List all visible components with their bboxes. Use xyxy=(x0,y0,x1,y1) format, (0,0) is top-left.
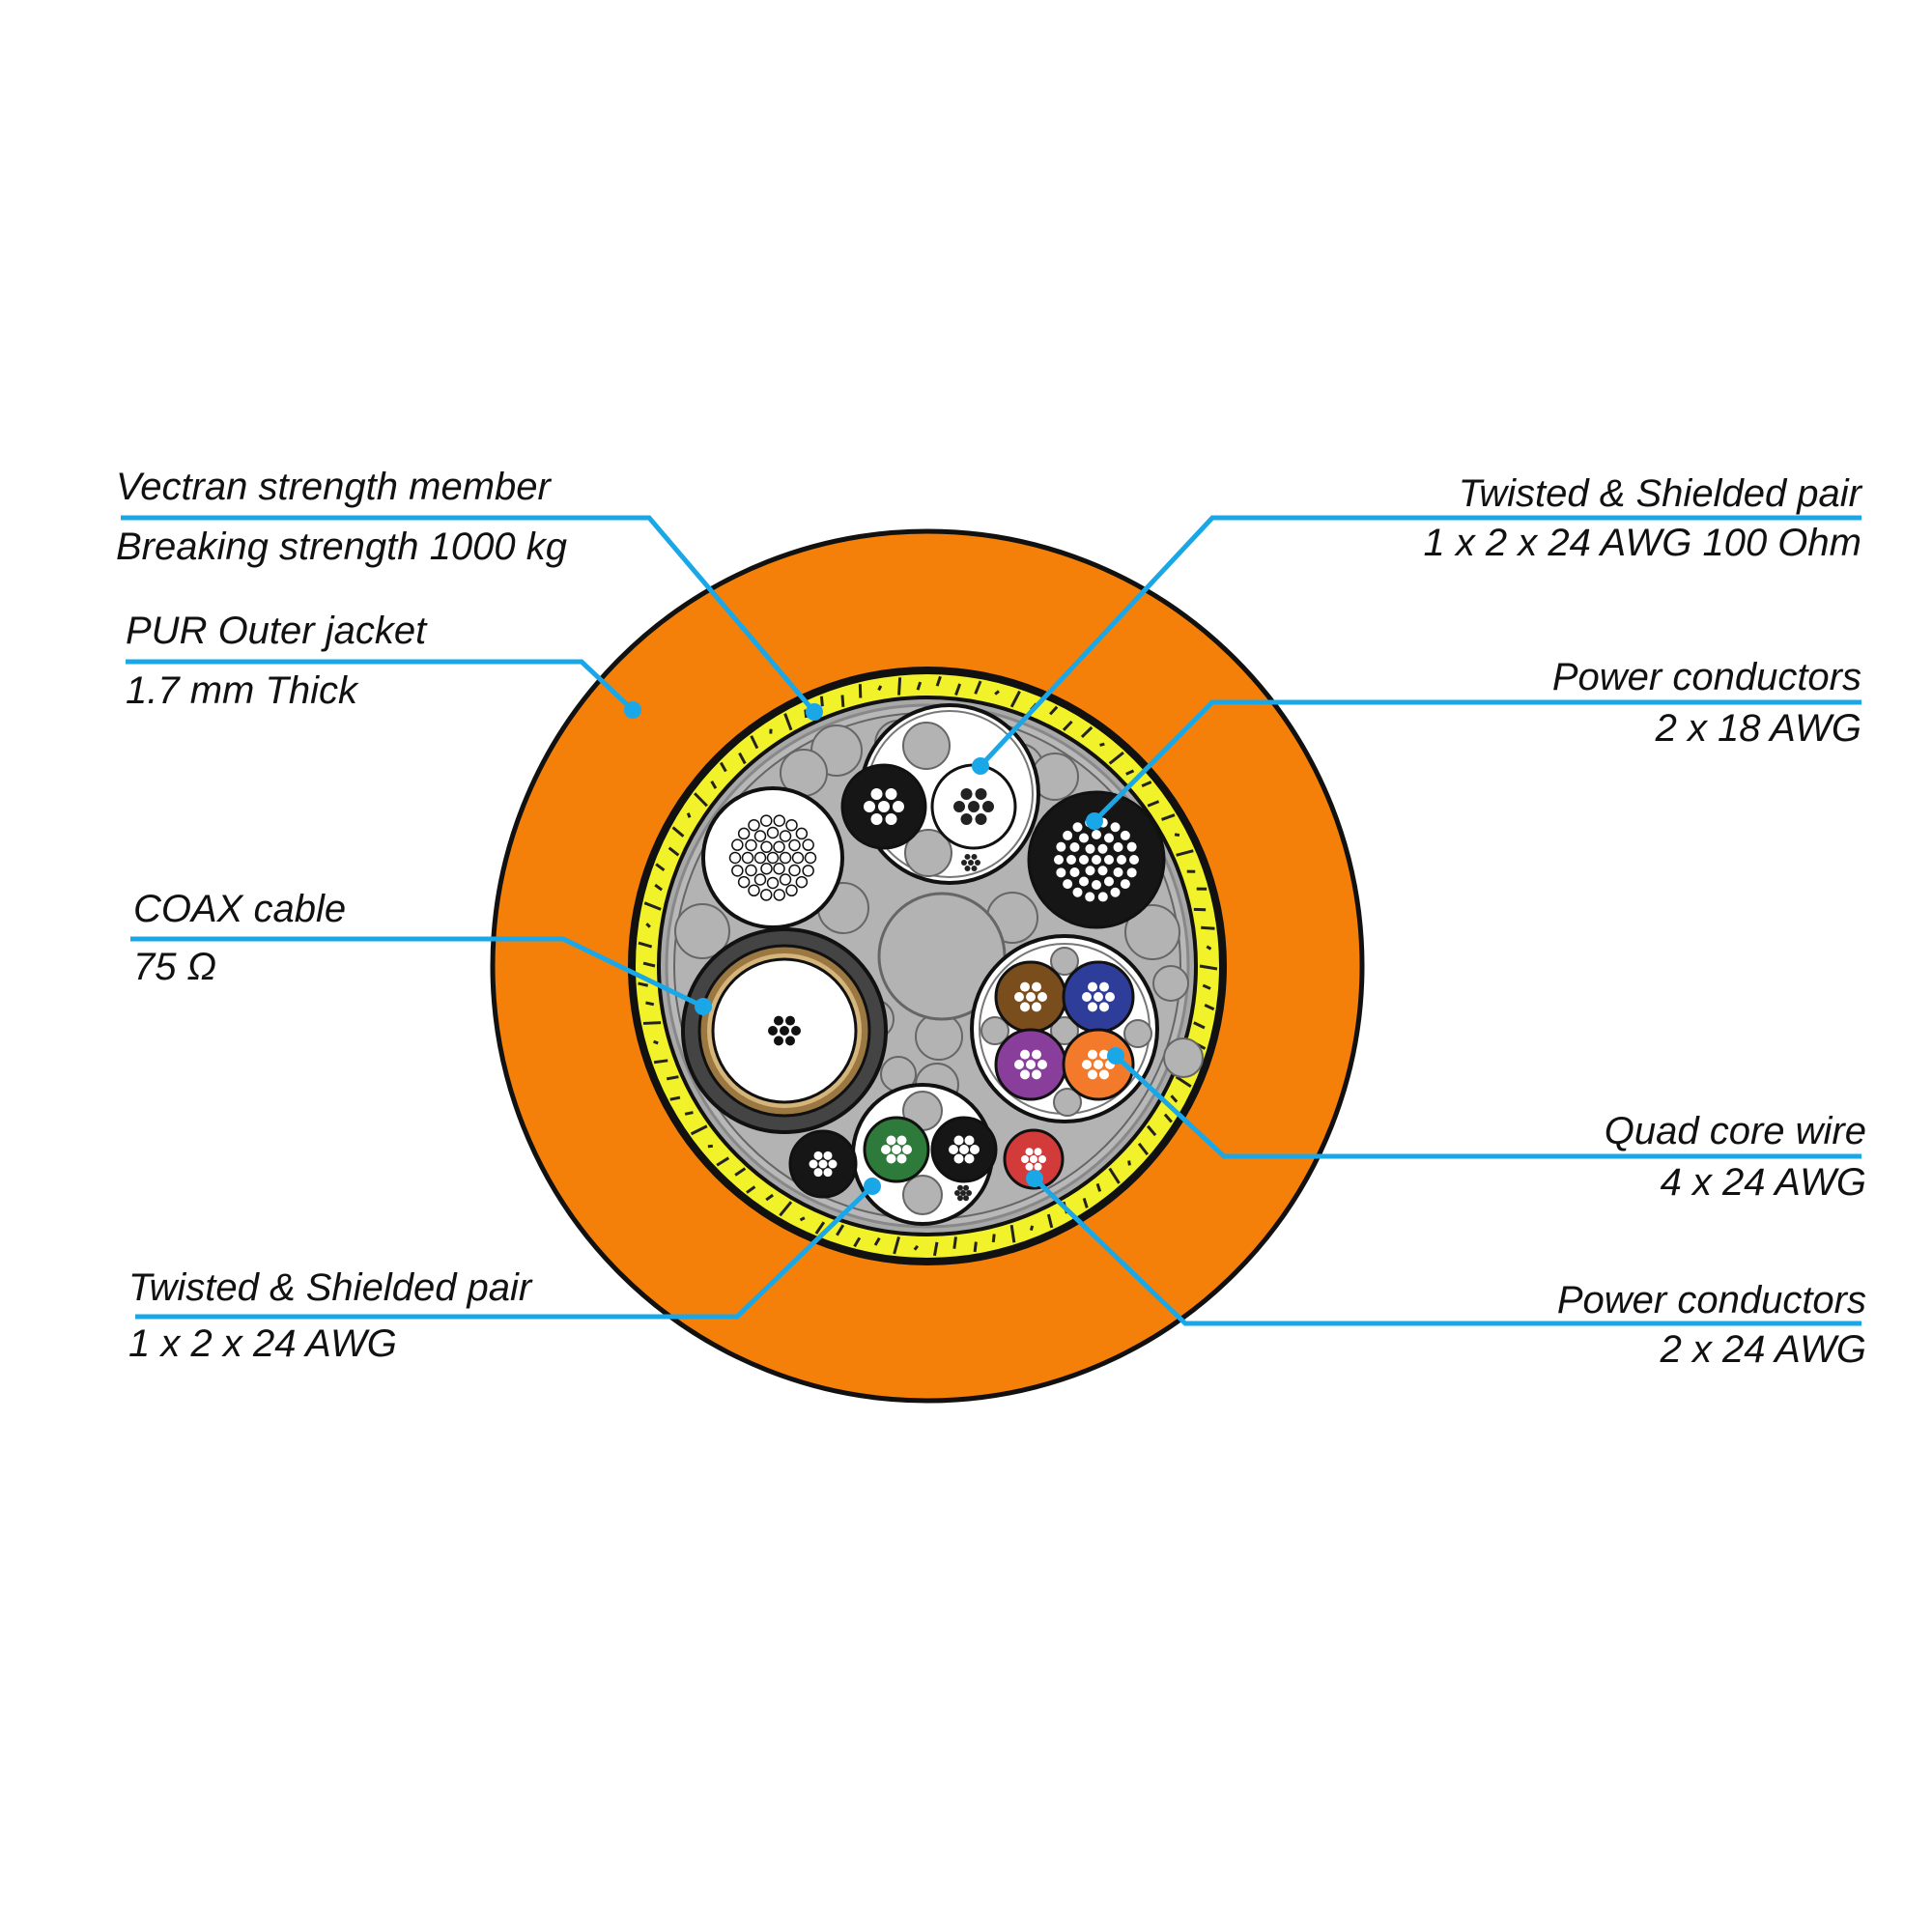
leader-coax xyxy=(130,936,705,1009)
small-black-conductor xyxy=(788,1129,858,1199)
label-coax-line1: COAX cable xyxy=(133,888,347,930)
quad-core-wire xyxy=(970,934,1159,1123)
label-coax-line2: 75 Ω xyxy=(133,946,217,988)
twisted-shielded-pair-bottom xyxy=(851,1083,998,1226)
label-quad-line2: 4 x 24 AWG xyxy=(1660,1161,1866,1204)
strand-bundle-upper-left xyxy=(701,786,844,929)
leader-lines xyxy=(121,515,1861,1326)
label-pur-line1: PUR Outer jacket xyxy=(126,610,427,652)
label-power24-line2: 2 x 24 AWG xyxy=(1660,1328,1866,1371)
label-power18-line1: Power conductors xyxy=(1551,656,1861,698)
leader-tsp-right xyxy=(979,515,1861,768)
coax-cable xyxy=(681,927,888,1134)
leader-tsp-left xyxy=(135,1184,874,1320)
label-vectran-line1: Vectran strength member xyxy=(116,466,551,508)
label-quad-line1: Quad core wire xyxy=(1604,1110,1866,1152)
leader-quad xyxy=(1114,1054,1861,1159)
leader-dots xyxy=(624,701,1124,1195)
leader-vectran xyxy=(121,515,816,714)
label-pur-line2: 1.7 mm Thick xyxy=(126,669,358,712)
leader-power24 xyxy=(1033,1177,1861,1326)
power-conductor-24awg xyxy=(1003,1128,1065,1190)
label-tsp-right-line2: 1 x 2 x 24 AWG 100 Ohm xyxy=(1423,522,1861,564)
label-power24-line1: Power conductors xyxy=(1556,1279,1866,1321)
label-tsp-left-line1: Twisted & Shielded pair xyxy=(128,1266,532,1309)
power-conductor-18awg xyxy=(1027,790,1166,929)
leader-pur xyxy=(126,659,635,712)
leader-power18 xyxy=(1093,699,1861,823)
label-vectran-line2: Breaking strength 1000 kg xyxy=(116,526,567,568)
label-power18-line2: 2 x 18 AWG xyxy=(1655,707,1861,750)
label-tsp-left-line2: 1 x 2 x 24 AWG xyxy=(128,1322,397,1365)
label-tsp-right-line1: Twisted & Shielded pair xyxy=(1458,472,1861,515)
